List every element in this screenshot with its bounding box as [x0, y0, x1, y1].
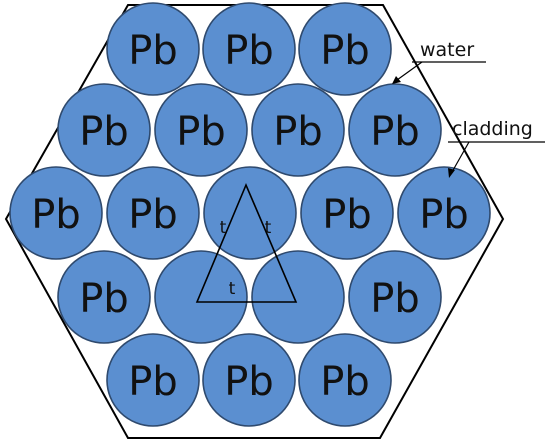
water-label: water — [420, 39, 474, 61]
fuel-rod — [251, 250, 345, 344]
rod-label: Pb — [79, 109, 129, 155]
fuel-rod — [154, 250, 248, 344]
cladding-label: cladding — [452, 118, 533, 140]
rod-label: Pb — [128, 28, 178, 74]
fuel-rod — [106, 166, 200, 260]
fuel-rod — [106, 2, 200, 96]
fuel-rod — [9, 166, 103, 260]
unit-cell-triangle — [195, 182, 298, 303]
rod-label: Pb — [273, 109, 323, 155]
rod-label: Pb — [176, 109, 226, 155]
fuel-rod — [57, 250, 151, 344]
fuel-rod — [106, 333, 200, 427]
fuel-rod — [348, 83, 442, 177]
rod-label: Pb — [31, 192, 81, 238]
triangle-side-label-right: t — [265, 218, 272, 238]
rod-label: Pb — [224, 28, 274, 74]
cladding-arrowhead — [448, 168, 455, 178]
fuel-rod — [298, 2, 392, 96]
fuel-rod — [300, 166, 394, 260]
fuel-rod — [397, 166, 491, 260]
rod-label: Pb — [79, 276, 129, 322]
fuel-rod — [154, 83, 248, 177]
fuel-rod — [298, 333, 392, 427]
fuel-rod — [202, 2, 296, 96]
rod-label: Pb — [320, 28, 370, 74]
water-arrowhead — [392, 76, 401, 84]
triangle-side-label-left: t — [220, 218, 227, 238]
rod-label: Pb — [128, 192, 178, 238]
cladding-pointer-line — [451, 141, 470, 173]
rod-label: Pb — [128, 359, 178, 405]
rod-label: Pb — [370, 276, 420, 322]
triangle-side-label-bottom: t — [229, 279, 236, 299]
rod-label: Pb — [224, 359, 274, 405]
hexagon-boundary — [4, 4, 505, 439]
rod-label: Pb — [322, 192, 372, 238]
fuel-rod — [203, 166, 297, 260]
fuel-rod — [251, 83, 345, 177]
rod-label: Pb — [370, 109, 420, 155]
rod-label: Pb — [320, 359, 370, 405]
fuel-rod — [57, 83, 151, 177]
fuel-rod — [348, 250, 442, 344]
fuel-rod — [202, 333, 296, 427]
water-pointer-line — [396, 61, 423, 81]
rod-label: Pb — [419, 192, 469, 238]
